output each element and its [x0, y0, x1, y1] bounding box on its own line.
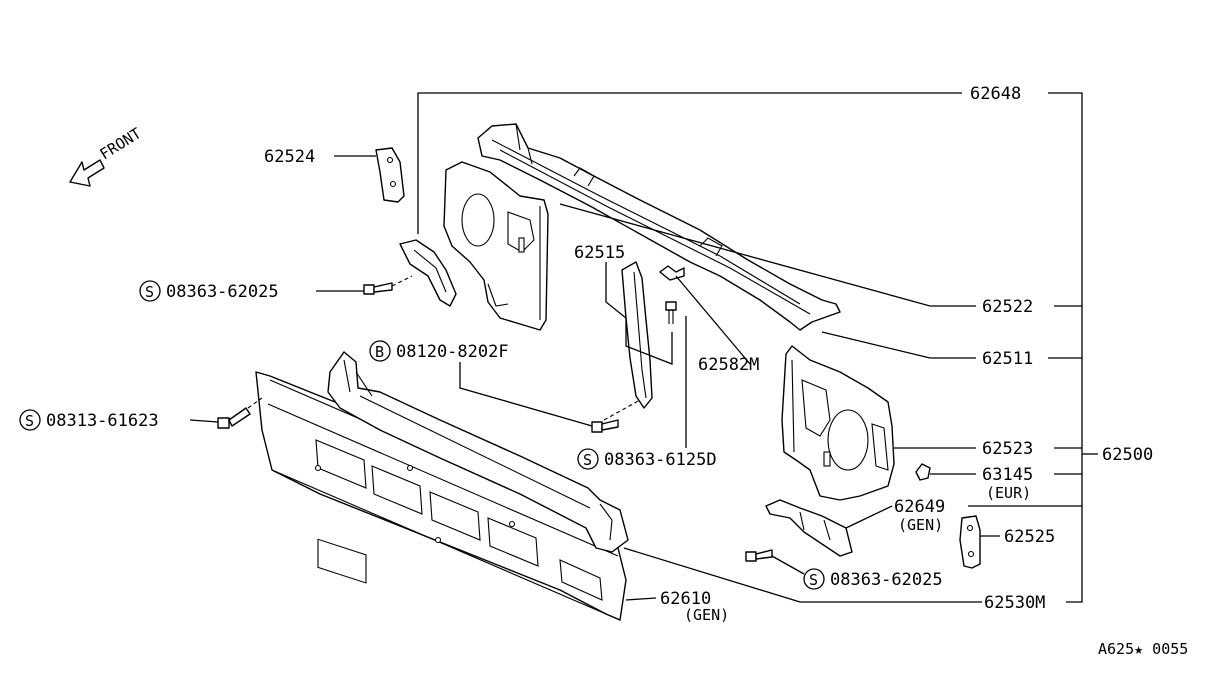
left-side-panel [443, 161, 549, 331]
fastener-08363-62025-upper: S 08363-62025 [139, 280, 279, 302]
clip-62582m [659, 265, 685, 281]
bolt-right-lower [745, 549, 773, 562]
label-eur: (EUR) [986, 484, 1031, 502]
clip-63145 [915, 463, 931, 481]
label-62610: 62610 [660, 589, 711, 609]
symbol-circle [19, 409, 41, 431]
fastener-symbol: S [809, 571, 818, 589]
bracket-62525 [959, 515, 981, 569]
fastener-symbol: S [583, 451, 592, 469]
leader-lines [189, 92, 1098, 603]
label-62530m: 62530M [984, 593, 1045, 613]
fastener-code: 08363-6125D [604, 450, 717, 470]
bolt-center-small [665, 301, 677, 324]
fastener-code: 08363-62025 [830, 570, 943, 590]
label-62648: 62648 [970, 84, 1021, 104]
label-62649-gen: (GEN) [898, 516, 943, 534]
lower-bracket-62649 [765, 499, 853, 557]
fastener-code: 08120-8202F [396, 342, 509, 362]
symbol-circle [803, 568, 825, 590]
label-62524: 62524 [264, 147, 315, 167]
fastener-08313-61623: S 08313-61623 [19, 409, 159, 431]
fastener-08363-62025-lower: S 08363-62025 [803, 568, 943, 590]
fastener-code: 08363-62025 [166, 282, 279, 302]
label-62582m: 62582M [698, 355, 759, 375]
part-labels: 62648 62524 62515 62522 62511 62582M 625… [264, 84, 1153, 624]
symbol-circle [139, 280, 161, 302]
fastener-symbol: B [375, 343, 384, 361]
upper-core-support [477, 123, 841, 331]
fastener-08120-8202f: B 08120-8202F [369, 340, 509, 362]
label-62523: 62523 [982, 439, 1033, 459]
label-62610-gen: (GEN) [684, 606, 729, 624]
symbol-circle [369, 340, 391, 362]
label-62649: 62649 [894, 497, 945, 517]
left-mount-bracket [399, 239, 457, 307]
lower-front-panel [255, 371, 627, 621]
right-side-panel [781, 345, 895, 501]
symbol-circle [577, 448, 599, 470]
bolt-left-upper [363, 282, 393, 295]
fastener-code: 08313-61623 [46, 411, 159, 431]
label-62522: 62522 [982, 297, 1033, 317]
lower-upper-member [327, 351, 629, 553]
fastener-symbol: S [145, 283, 154, 301]
label-62525: 62525 [1004, 527, 1055, 547]
fastener-labels: S 08363-62025 B 08120-8202F S 08313-6162… [19, 280, 943, 590]
fastener-08363-6125d: S 08363-6125D [577, 448, 717, 470]
label-62500: 62500 [1102, 445, 1153, 465]
bolt-far-left [217, 407, 251, 429]
bracket-62524 [375, 147, 405, 203]
center-stay-62515 [621, 261, 653, 409]
drawing-code: A625★ 0055 [1098, 640, 1188, 658]
label-63145: 63145 [982, 465, 1033, 485]
label-62515: 62515 [574, 243, 625, 263]
label-62511: 62511 [982, 349, 1033, 369]
fastener-symbol: S [25, 412, 34, 430]
front-arrow: FRONT [69, 124, 145, 187]
front-label: FRONT [97, 124, 145, 163]
bolt-center-lower [591, 419, 619, 433]
